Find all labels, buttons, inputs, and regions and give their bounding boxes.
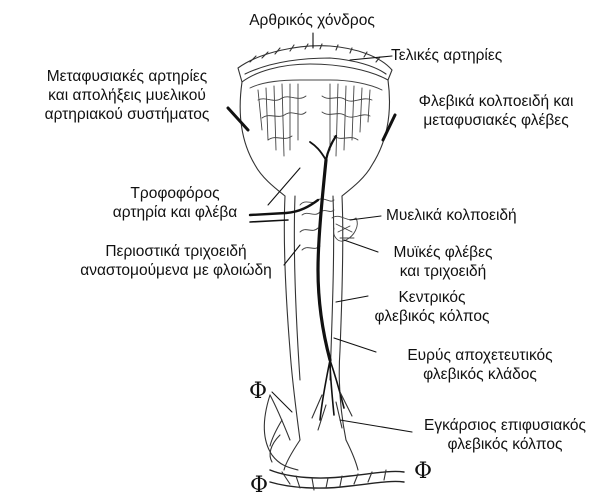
label-articular-cartilage: Αρθρικός χόνδρος bbox=[222, 11, 402, 30]
label-transverse-line1: Εγκάρσιος επιφυσιακός bbox=[410, 416, 600, 435]
label-draining-vein-branch: Ευρύς αποχετευτικός φλεβικός κλάδος bbox=[380, 346, 580, 384]
label-central-sinus-line2: φλεβικός κόλπος bbox=[362, 307, 502, 326]
articular-cartilage-cap bbox=[238, 46, 392, 82]
phi-marker-lower-right: Φ bbox=[414, 459, 432, 484]
label-draining-line2: φλεβικός κλάδος bbox=[380, 365, 580, 384]
label-muscle-veins-line2: και τριχοειδή bbox=[378, 262, 508, 281]
central-venous-sinus bbox=[318, 160, 330, 360]
phi-marker-upper-left: Φ bbox=[249, 379, 267, 404]
label-venous-sinusoids-line1: Φλεβικά κολποειδή και bbox=[392, 92, 600, 111]
metaphyseal-vessels bbox=[250, 80, 382, 156]
phi-marker-lower-left: Φ bbox=[250, 473, 268, 498]
label-metaphyseal-arteries-line2: και απολήξεις μυελικού bbox=[4, 86, 250, 105]
label-venous-sinusoids: Φλεβικά κολποειδή και μεταφυσιακές φλέβε… bbox=[392, 92, 600, 130]
label-transverse-epiphyseal-sinus: Εγκάρσιος επιφυσιακός φλεβικός κόλπος bbox=[410, 416, 600, 454]
label-muscle-veins: Μυϊκές φλέβες και τριχοειδή bbox=[378, 243, 508, 281]
epiphysis-lower bbox=[284, 440, 358, 470]
label-venous-sinusoids-line2: μεταφυσιακές φλέβες bbox=[392, 111, 600, 130]
label-periosteal-capillaries: Περιοστικά τριχοειδή αναστομούμενα με φλ… bbox=[56, 242, 296, 280]
label-periosteal-line1: Περιοστικά τριχοειδή bbox=[56, 242, 296, 261]
label-metaphyseal-arteries-line3: αρτηριακού συστήματος bbox=[4, 105, 250, 124]
label-medullary-sinusoids: Μυελικά κολποειδή bbox=[386, 206, 517, 225]
label-nutrient-artery-vein: Τροφοφόρος αρτηρία και φλέβα bbox=[100, 184, 250, 222]
label-metaphyseal-arteries-line1: Μεταφυσιακές αρτηρίες bbox=[4, 67, 250, 86]
label-central-venous-sinus: Κεντρικός φλεβικός κόλπος bbox=[362, 288, 502, 326]
label-central-sinus-line1: Κεντρικός bbox=[362, 288, 502, 307]
label-nutrient-line2: αρτηρία και φλέβα bbox=[100, 203, 250, 222]
label-terminal-arteries: Τελικές αρτηρίες bbox=[391, 46, 502, 65]
transverse-epiphyseal-sinus bbox=[270, 470, 404, 490]
label-transverse-line2: φλεβικός κόλπος bbox=[410, 435, 600, 454]
label-periosteal-line2: αναστομούμενα με φλοιώδη bbox=[56, 261, 296, 280]
diaphysis-left-wall bbox=[284, 196, 300, 440]
label-nutrient-line1: Τροφοφόρος bbox=[100, 184, 250, 203]
label-metaphyseal-arteries: Μεταφυσιακές αρτηρίες και απολήξεις μυελ… bbox=[4, 67, 250, 124]
label-muscle-veins-line1: Μυϊκές φλέβες bbox=[378, 243, 508, 262]
label-draining-line1: Ευρύς αποχετευτικός bbox=[380, 346, 580, 365]
